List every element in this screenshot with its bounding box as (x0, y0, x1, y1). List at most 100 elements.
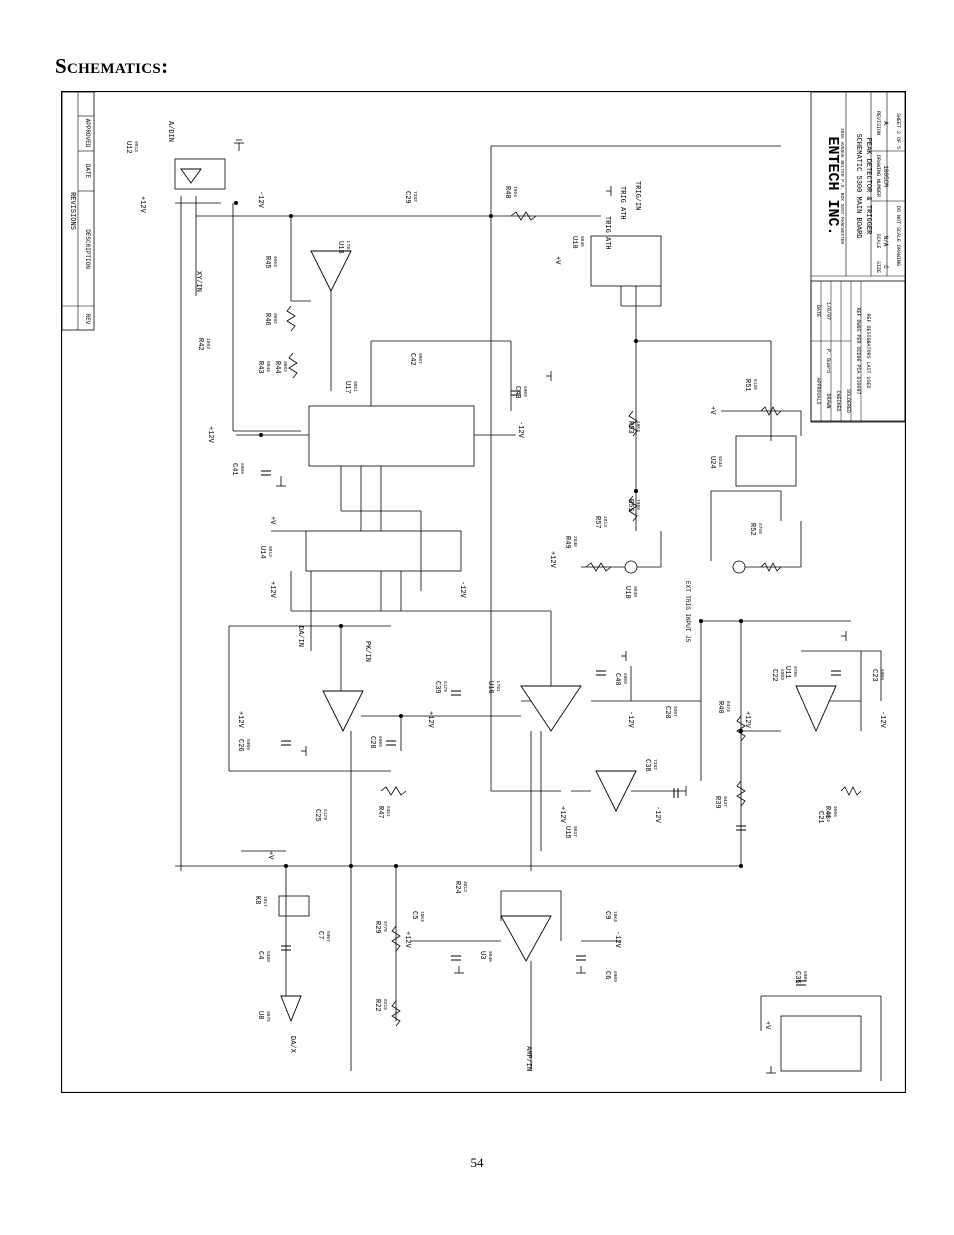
rail-labels: +12V -12V +12V -12V +V +12V -12V +12V +V… (138, 191, 886, 1030)
value-c23: 6909 (879, 669, 885, 680)
svg-text:DRAWING NUMBER: DRAWING NUMBER (875, 155, 881, 197)
svg-text:+12V: +12V (558, 806, 566, 824)
value-c7: 6907 (325, 931, 331, 942)
svg-text:CHECKED: CHECKED (835, 390, 841, 411)
ref-r39: R39 (713, 796, 721, 809)
ref-c35: C35 (793, 971, 801, 984)
ref-r45: R45 (263, 256, 271, 269)
net-peak-in: PK/IN (363, 641, 371, 662)
company-name: ENTECH INC. (824, 136, 841, 235)
ref-r40: R40 (716, 701, 724, 714)
ref-r29: R29 (373, 921, 381, 934)
svg-text:+12V: +12V (743, 711, 751, 729)
value-r44: 9082 (282, 361, 288, 372)
svg-text:SIZE: SIZE (875, 261, 881, 273)
svg-text:DATE: DATE (815, 305, 821, 317)
svg-text:APPROVED: APPROVED (84, 119, 91, 148)
value-c26: 6909 (245, 739, 251, 750)
value-u14: 9813 (267, 546, 273, 557)
svg-text:SOLDERED: SOLDERED (845, 389, 851, 413)
ref-r41: R41 (823, 806, 831, 819)
drawing-border (61, 91, 906, 1093)
value-r47: 8451 (385, 806, 391, 817)
ref-c38: C38 (643, 759, 651, 772)
ref-c26: C26 (236, 739, 244, 752)
ref-r49: R49 (563, 536, 571, 549)
svg-text:SCHEMATIC 5300 MAIN BOARD: SCHEMATIC 5300 MAIN BOARD (854, 133, 862, 238)
ref-c28: C28 (368, 736, 376, 749)
svg-text:DRAWN: DRAWN (825, 393, 831, 408)
value-c5: 10K4 (419, 911, 425, 922)
opamp-u11 (795, 685, 837, 733)
svg-text:P. Guard: P. Guard (825, 349, 831, 373)
value-c25: 6179 (322, 809, 328, 820)
ref-r47: R47 (376, 806, 384, 819)
svg-text:3865 AVENUE BELTER P.O. BOX 30: 3865 AVENUE BELTER P.O. BOX 3097 MANCHES… (839, 128, 845, 244)
ref-c29: C29 (403, 191, 411, 204)
u12-package (174, 158, 226, 190)
ref-c21: C21 (816, 811, 824, 824)
value-r43: 8044 (265, 361, 271, 372)
page-number: 54 (470, 1155, 484, 1170)
value-c40: 6909 (622, 673, 628, 684)
net-xy-in: XY/IN (194, 271, 202, 292)
ref-u13: U13 (336, 241, 344, 254)
ref-u10: U10 (570, 236, 578, 249)
value-u18: 9849 (632, 586, 638, 597)
value-u16: LT01 (495, 681, 501, 692)
svg-text:N/A: N/A (882, 236, 889, 247)
value-k8: 1017 (262, 896, 268, 907)
value-c38: 7392 (652, 759, 658, 770)
value-u13: LT01 (345, 241, 351, 252)
value-c43: 6909 (522, 386, 528, 397)
value-r57: 1813 (602, 516, 608, 527)
ref-r22: R22 (373, 999, 381, 1012)
value-u17: 9851 (352, 381, 358, 392)
ref-r42: R42 (196, 338, 204, 351)
value-c4: 5488 (265, 951, 271, 962)
ref-u24: U24 (708, 456, 716, 469)
svg-text:DATE: DATE (84, 164, 91, 179)
svg-text:C: C (882, 265, 889, 269)
ref-c7: C7 (316, 931, 324, 939)
value-r39: 9447 (722, 796, 728, 807)
svg-text:+V: +V (266, 851, 274, 860)
ref-c23: C23 (870, 669, 878, 682)
value-r40: 8474 (725, 701, 731, 712)
ref-u3: U3 (478, 951, 486, 959)
opamp-u13-lower (322, 690, 364, 733)
ref-c22: C22 (770, 669, 778, 682)
ref-u14: U14 (258, 546, 266, 559)
value-r48: 7964 (512, 186, 518, 197)
ground-symbols (234, 139, 847, 1074)
svg-text:REV: REV (84, 314, 91, 325)
revisions-block: REVISIONS REV DESCRIPTION DATE APPROVED (61, 91, 95, 331)
net-labels: A/DIN XY/IN DA/IN PK/IN TRIG/IN TRIG ATH… (166, 121, 691, 1071)
opamp-u3 (500, 915, 552, 962)
net-trig-b: TRIG ATH (618, 186, 626, 220)
ref-r44: R44 (273, 361, 281, 374)
ref-u12: U12 (124, 141, 132, 154)
value-u8: 9075 (265, 1011, 271, 1022)
svg-text:1005CM: 1005CM (882, 165, 889, 187)
value-u10: 9846 (579, 236, 585, 247)
value-r51: 8138 (752, 379, 758, 390)
svg-text:+12V: +12V (426, 711, 434, 729)
svg-text:+12V: +12V (236, 711, 244, 729)
ref-r53: R53 (626, 421, 634, 434)
net-trig-a: TRIG ATH (603, 216, 611, 250)
value-u12: 9813 (133, 141, 139, 152)
ref-c42: C42 (408, 353, 416, 366)
opamp-u16 (520, 685, 582, 732)
net-dac-in: DA/IN (296, 626, 304, 647)
ref-u11: U11 (783, 666, 791, 679)
value-r45: 9954 (272, 256, 278, 267)
schematic-drawing: REVISIONS REV DESCRIPTION DATE APPROVED … (61, 91, 906, 1093)
ref-r43: R43 (256, 361, 264, 374)
svg-text:PEAK DETECTOR & TRIGGER: PEAK DETECTOR & TRIGGER (864, 138, 872, 235)
svg-text:APPROVALS: APPROVALS (815, 377, 821, 404)
ref-u18: U18 (623, 586, 631, 599)
net-trig-in: TRIG/IN (633, 181, 641, 210)
buffer-u12 (180, 168, 202, 184)
revisions-title: REVISIONS (68, 192, 76, 230)
